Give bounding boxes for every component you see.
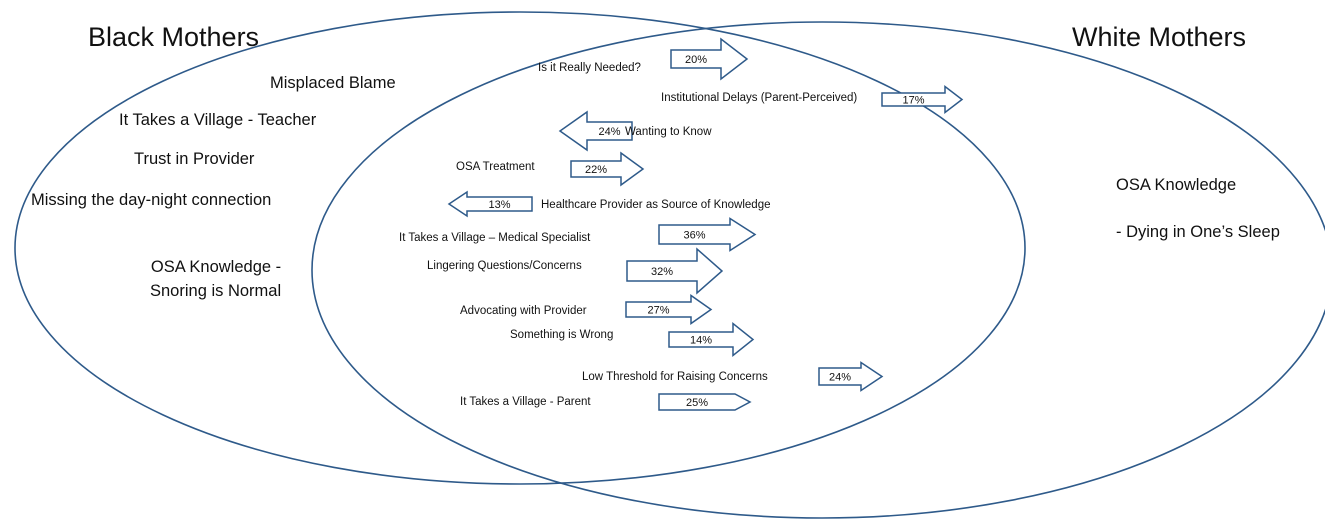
shared-label-advocating: Advocating with Provider — [460, 305, 587, 317]
shared-label-osa-treatment: OSA Treatment — [456, 161, 535, 173]
shared-arrow-4 — [447, 190, 533, 218]
shared-arrow-10 — [658, 393, 752, 411]
shared-arrow-8 — [668, 321, 755, 358]
shared-label-healthcare-provider: Healthcare Provider as Source of Knowled… — [541, 199, 771, 211]
shared-percent-4: 13% — [488, 199, 510, 211]
shared-percent-3: 22% — [585, 164, 607, 176]
shared-arrow-1 — [881, 84, 964, 115]
theme-osa-knowledge: OSA Knowledge — [1116, 176, 1237, 194]
theme-village-teacher: It Takes a Village - Teacher — [119, 111, 317, 129]
shared-label-institutional-delays: Institutional Delays (Parent-Perceived) — [661, 92, 858, 104]
shared-percent-1: 17% — [902, 95, 924, 107]
shared-label-village-parent: It Takes a Village - Parent — [460, 396, 591, 408]
black-mothers-title: Black Mothers — [88, 22, 260, 52]
shared-percent-2: 24% — [598, 126, 620, 138]
shared-label-medical-specialist: It Takes a Village – Medical Specialist — [399, 232, 591, 244]
white-mothers-title: White Mothers — [1072, 22, 1247, 52]
shared-arrow-2 — [558, 110, 633, 152]
shared-label-lingering-questions: Lingering Questions/Concerns — [427, 260, 582, 272]
theme-day-night: Missing the day-night connection — [31, 191, 272, 209]
shared-arrow-3 — [570, 151, 645, 187]
shared-arrow-0 — [670, 37, 749, 81]
shared-arrow-9 — [818, 361, 884, 392]
shared-percent-0: 20% — [685, 54, 707, 66]
shared-arrow-6 — [626, 247, 724, 295]
shared-label-really-needed: Is it Really Needed? — [538, 62, 641, 74]
theme-trust-provider: Trust in Provider — [134, 150, 255, 168]
theme-osa-snoring: OSA Knowledge - Snoring is Normal — [150, 258, 282, 300]
shared-percent-6: 32% — [651, 266, 673, 278]
shared-percent-10: 25% — [686, 397, 708, 409]
theme-misplaced-blame: Misplaced Blame — [270, 74, 396, 92]
arrow-layer: 20% 17% 24% 22% 13% 36% 32% 27% 14% 24% 25% — [447, 37, 964, 411]
shared-label-something-wrong: Something is Wrong — [510, 329, 614, 341]
white-mothers-ellipse — [311, 21, 1325, 519]
theme-dying-sleep: - Dying in One’s Sleep — [1116, 223, 1280, 241]
shared-label-low-threshold: Low Threshold for Raising Concerns — [582, 371, 768, 383]
shared-percent-7: 27% — [647, 305, 669, 317]
black-mothers-ellipse — [14, 11, 1026, 485]
shared-percent-8: 14% — [690, 335, 712, 347]
shared-arrow-5 — [658, 217, 757, 252]
shared-arrow-7 — [625, 294, 713, 325]
shared-label-wanting-to-know: Wanting to Know — [625, 126, 712, 138]
shared-percent-9: 24% — [829, 372, 851, 384]
shared-percent-5: 36% — [683, 230, 705, 242]
